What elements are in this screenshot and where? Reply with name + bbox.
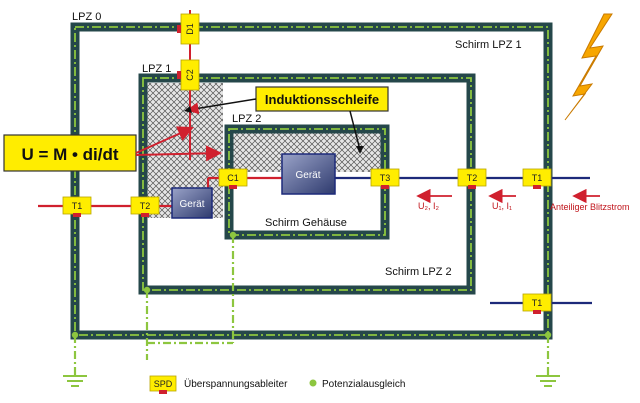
svg-text:SPD: SPD	[154, 379, 173, 389]
svg-text:T1: T1	[72, 201, 83, 211]
svg-text:T2: T2	[140, 201, 151, 211]
svg-text:C1: C1	[227, 173, 239, 183]
label-lpz0: LPZ 0	[72, 11, 101, 23]
label-u1-i1: U₁, I₁	[492, 201, 512, 211]
spd-c1: C1	[218, 168, 248, 189]
label-lpz2: LPZ 2	[232, 113, 261, 125]
device-main-label: Gerät	[295, 170, 320, 181]
spd-t1-right: T1	[522, 168, 552, 189]
spd-t3: T3	[370, 168, 400, 189]
label-u2-i2: U₂, I₂	[418, 201, 439, 211]
device-main	[281, 153, 336, 195]
spd-d1: D1	[177, 13, 200, 45]
label-schirm-lpz1: Schirm LPZ 1	[455, 39, 522, 51]
spd-t1-left: T1	[62, 196, 92, 217]
svg-text:T1: T1	[532, 298, 543, 308]
legend-bonding-dot	[309, 379, 317, 387]
spd-t2-left: T2	[130, 196, 160, 217]
induction-loop-box	[255, 86, 389, 112]
induction-loop-text: Induktionsschleife	[265, 92, 379, 107]
bonding-dot	[71, 331, 79, 339]
ground-symbol-left	[63, 375, 87, 387]
svg-text:D1: D1	[185, 23, 195, 35]
label-schirm-lpz2: Schirm LPZ 2	[385, 266, 452, 278]
bonding-dot	[143, 286, 151, 294]
device-small	[171, 187, 213, 219]
label-lightning-current: Anteiliger Blitzstrom	[550, 202, 630, 212]
lightning-bolt-icon	[564, 13, 613, 121]
svg-text:T3: T3	[380, 173, 391, 183]
legend-bonding-label: Potenzialausgleich	[322, 379, 405, 390]
label-lpz1: LPZ 1	[142, 63, 171, 75]
legend: SPD Überspannungsableiter Potenzialausgl…	[149, 375, 405, 394]
spd-t1-bottom: T1	[522, 293, 552, 314]
legend-spd-label: Überspannungsableiter	[184, 378, 288, 390]
svg-text:T1: T1	[532, 173, 543, 183]
bonding-dot	[229, 231, 237, 239]
svg-text:C2: C2	[185, 69, 195, 81]
device-small-label: Gerät	[179, 199, 204, 210]
spd-c2: C2	[177, 59, 200, 91]
formula-text: U = M • di/dt	[21, 145, 118, 164]
bonding-dot	[544, 331, 552, 339]
label-schirm-gehaeuse: Schirm Gehäuse	[265, 217, 347, 229]
spd-t2-right: T2	[457, 168, 487, 189]
svg-text:T2: T2	[467, 173, 478, 183]
ground-symbol-right	[536, 375, 560, 387]
